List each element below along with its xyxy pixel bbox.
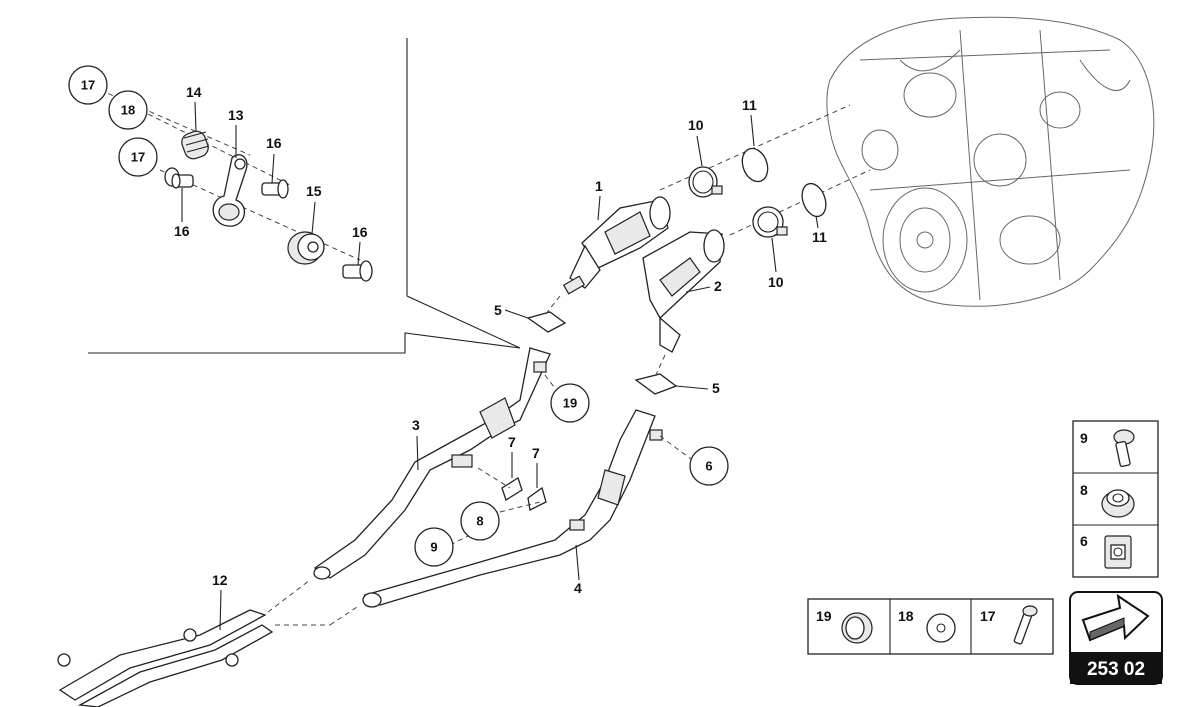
flange-nut-icon — [1101, 489, 1135, 518]
detail-inset — [88, 38, 521, 354]
callout-15: 15 — [306, 183, 322, 199]
nut-19-icon — [841, 612, 873, 644]
gasket-11-lower — [801, 182, 827, 218]
svg-text:17: 17 — [81, 78, 95, 93]
svg-text:6: 6 — [705, 459, 712, 474]
callout-17-mid: 17 — [118, 137, 158, 177]
callout-13: 13 — [228, 107, 244, 123]
bracket-7-right — [527, 486, 547, 511]
callout-3: 3 — [412, 417, 420, 433]
legend-right: 9 8 6 — [1072, 420, 1159, 578]
pin-16-left — [171, 173, 194, 189]
callout-6: 6 — [689, 446, 729, 486]
callout-19: 19 — [550, 383, 590, 423]
rubber-mount-15 — [287, 231, 325, 265]
svg-text:18: 18 — [121, 103, 135, 118]
catalyst-2 — [642, 229, 725, 353]
legend-item-17: 17 — [980, 608, 996, 624]
legend-item-8: 8 — [1080, 482, 1088, 498]
pipe-4 — [362, 409, 663, 608]
arrow-right-icon — [1081, 593, 1150, 642]
rear-pipe-12 — [57, 609, 274, 707]
legend-bottom: 19 18 17 — [807, 598, 1054, 655]
svg-text:19: 19 — [563, 396, 577, 411]
section-code: 253 02 — [1087, 659, 1145, 680]
legend-item-6: 6 — [1080, 533, 1088, 549]
legend-item-9: 9 — [1080, 430, 1088, 446]
callout-10-lower: 10 — [768, 274, 784, 290]
callout-18: 18 — [108, 90, 148, 130]
callout-5-upper: 5 — [494, 302, 502, 318]
bracket-7-left — [501, 477, 523, 501]
callout-17-top: 17 — [68, 65, 108, 105]
spring-14 — [181, 130, 210, 160]
pipe-3 — [313, 347, 551, 580]
gasket-5-lower — [634, 373, 678, 395]
callout-9: 9 — [414, 527, 454, 567]
legend-item-18: 18 — [898, 608, 914, 624]
callout-12: 12 — [212, 572, 228, 588]
clamp-10-upper — [688, 166, 723, 198]
callout-10-upper: 10 — [688, 117, 704, 133]
section-badge: 253 02 — [1069, 591, 1163, 685]
callout-11-lower: 11 — [812, 229, 827, 245]
callout-16-lower: 16 — [352, 224, 368, 240]
callout-5-lower: 5 — [712, 380, 720, 396]
svg-text:9: 9 — [430, 540, 437, 555]
legend-item-19: 19 — [816, 608, 832, 624]
callout-11-upper: 11 — [742, 97, 757, 113]
bracket-13 — [212, 154, 248, 227]
clip-nut-icon — [1104, 535, 1132, 569]
pin-16-upper — [261, 179, 289, 199]
callout-7-left: 7 — [508, 434, 516, 450]
washer-18-icon — [926, 613, 956, 643]
callout-1: 1 — [595, 178, 603, 194]
callout-2: 2 — [714, 278, 722, 294]
bolt-17-icon — [1013, 605, 1038, 645]
pin-16-lower — [342, 260, 373, 282]
svg-text:17: 17 — [131, 150, 145, 165]
callout-16-left: 16 — [174, 223, 190, 239]
callout-4: 4 — [574, 580, 582, 596]
callout-8: 8 — [460, 501, 500, 541]
callout-7-right: 7 — [532, 445, 540, 461]
clamp-10-lower — [752, 206, 788, 238]
gasket-11-upper — [741, 147, 769, 183]
callout-16-upper: 16 — [266, 135, 282, 151]
svg-text:8: 8 — [476, 514, 483, 529]
gasket-5-upper — [526, 311, 567, 333]
engine-block — [826, 16, 1155, 307]
callout-14: 14 — [186, 84, 202, 100]
bolt-icon — [1113, 429, 1135, 468]
catalyst-1 — [562, 196, 671, 295]
